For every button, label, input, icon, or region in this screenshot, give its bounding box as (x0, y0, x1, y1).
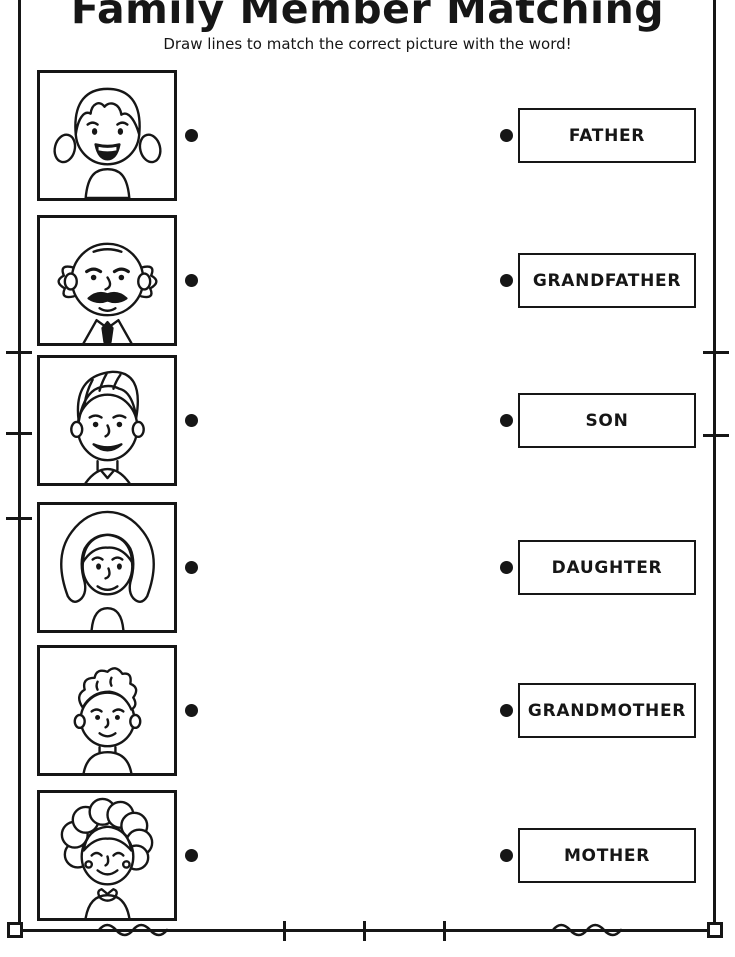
old-man-mustache-icon (57, 242, 158, 343)
word-box-father[interactable]: FATHER (518, 108, 696, 163)
match-row: GRANDFATHER (0, 215, 735, 346)
match-row: SON (0, 355, 735, 486)
page-border-left (18, 0, 21, 932)
picture-connector-dot-3[interactable] (185, 414, 198, 427)
word-label: SON (585, 410, 629, 431)
word-box-mother[interactable]: MOTHER (518, 828, 696, 883)
corner-square-right (707, 922, 723, 938)
word-label: GRANDMOTHER (527, 700, 687, 721)
match-row: GRANDMOTHER (0, 645, 735, 776)
page-border-bottom (18, 929, 716, 932)
crop-mark-right-2 (703, 434, 729, 437)
crop-mark-left-3 (6, 517, 32, 520)
picture-box-young-man[interactable] (37, 355, 177, 486)
woman-bob-hair-icon (60, 510, 155, 630)
word-connector-dot-2[interactable] (500, 274, 513, 287)
word-connector-dot-4[interactable] (500, 561, 513, 574)
word-box-grandmother[interactable]: GRANDMOTHER (518, 683, 696, 738)
picture-connector-dot-4[interactable] (185, 561, 198, 574)
picture-connector-dot-6[interactable] (185, 849, 198, 862)
girl-pigtails-icon (53, 87, 162, 198)
picture-box-boy[interactable] (37, 645, 177, 776)
crop-mark-bottom-2 (363, 921, 366, 941)
picture-box-woman[interactable] (37, 502, 177, 633)
young-man-quiff-icon (70, 370, 145, 483)
crop-mark-bottom-1 (283, 921, 286, 941)
squiggle-decoration-right (551, 923, 623, 937)
word-connector-dot-3[interactable] (500, 414, 513, 427)
old-woman-curly-hair-icon (60, 797, 154, 918)
picture-connector-dot-1[interactable] (185, 129, 198, 142)
corner-square-left (7, 922, 23, 938)
crop-mark-bottom-3 (443, 921, 446, 941)
boy-curly-hair-icon (73, 667, 142, 773)
word-label: FATHER (568, 125, 646, 146)
match-row: FATHER (0, 70, 735, 201)
crop-mark-right-1 (703, 351, 729, 354)
word-box-daughter[interactable]: DAUGHTER (518, 540, 696, 595)
word-box-grandfather[interactable]: GRANDFATHER (518, 253, 696, 308)
word-label: DAUGHTER (551, 557, 663, 578)
picture-box-old-man[interactable] (37, 215, 177, 346)
picture-box-girl[interactable] (37, 70, 177, 201)
squiggle-decoration-left (97, 923, 169, 937)
word-connector-dot-5[interactable] (500, 704, 513, 717)
word-box-son[interactable]: SON (518, 393, 696, 448)
word-label: MOTHER (563, 845, 651, 866)
crop-mark-left-2 (6, 432, 32, 435)
match-row: DAUGHTER (0, 502, 735, 633)
crop-mark-left-1 (6, 351, 32, 354)
page-subtitle: Draw lines to match the correct picture … (163, 35, 572, 53)
picture-connector-dot-2[interactable] (185, 274, 198, 287)
word-connector-dot-6[interactable] (500, 849, 513, 862)
picture-connector-dot-5[interactable] (185, 704, 198, 717)
word-label: GRANDFATHER (532, 270, 682, 291)
page-title: Family Member Matching (70, 0, 665, 33)
match-row: MOTHER (0, 790, 735, 921)
word-connector-dot-1[interactable] (500, 129, 513, 142)
page-border-right (713, 0, 716, 932)
picture-box-old-woman[interactable] (37, 790, 177, 921)
